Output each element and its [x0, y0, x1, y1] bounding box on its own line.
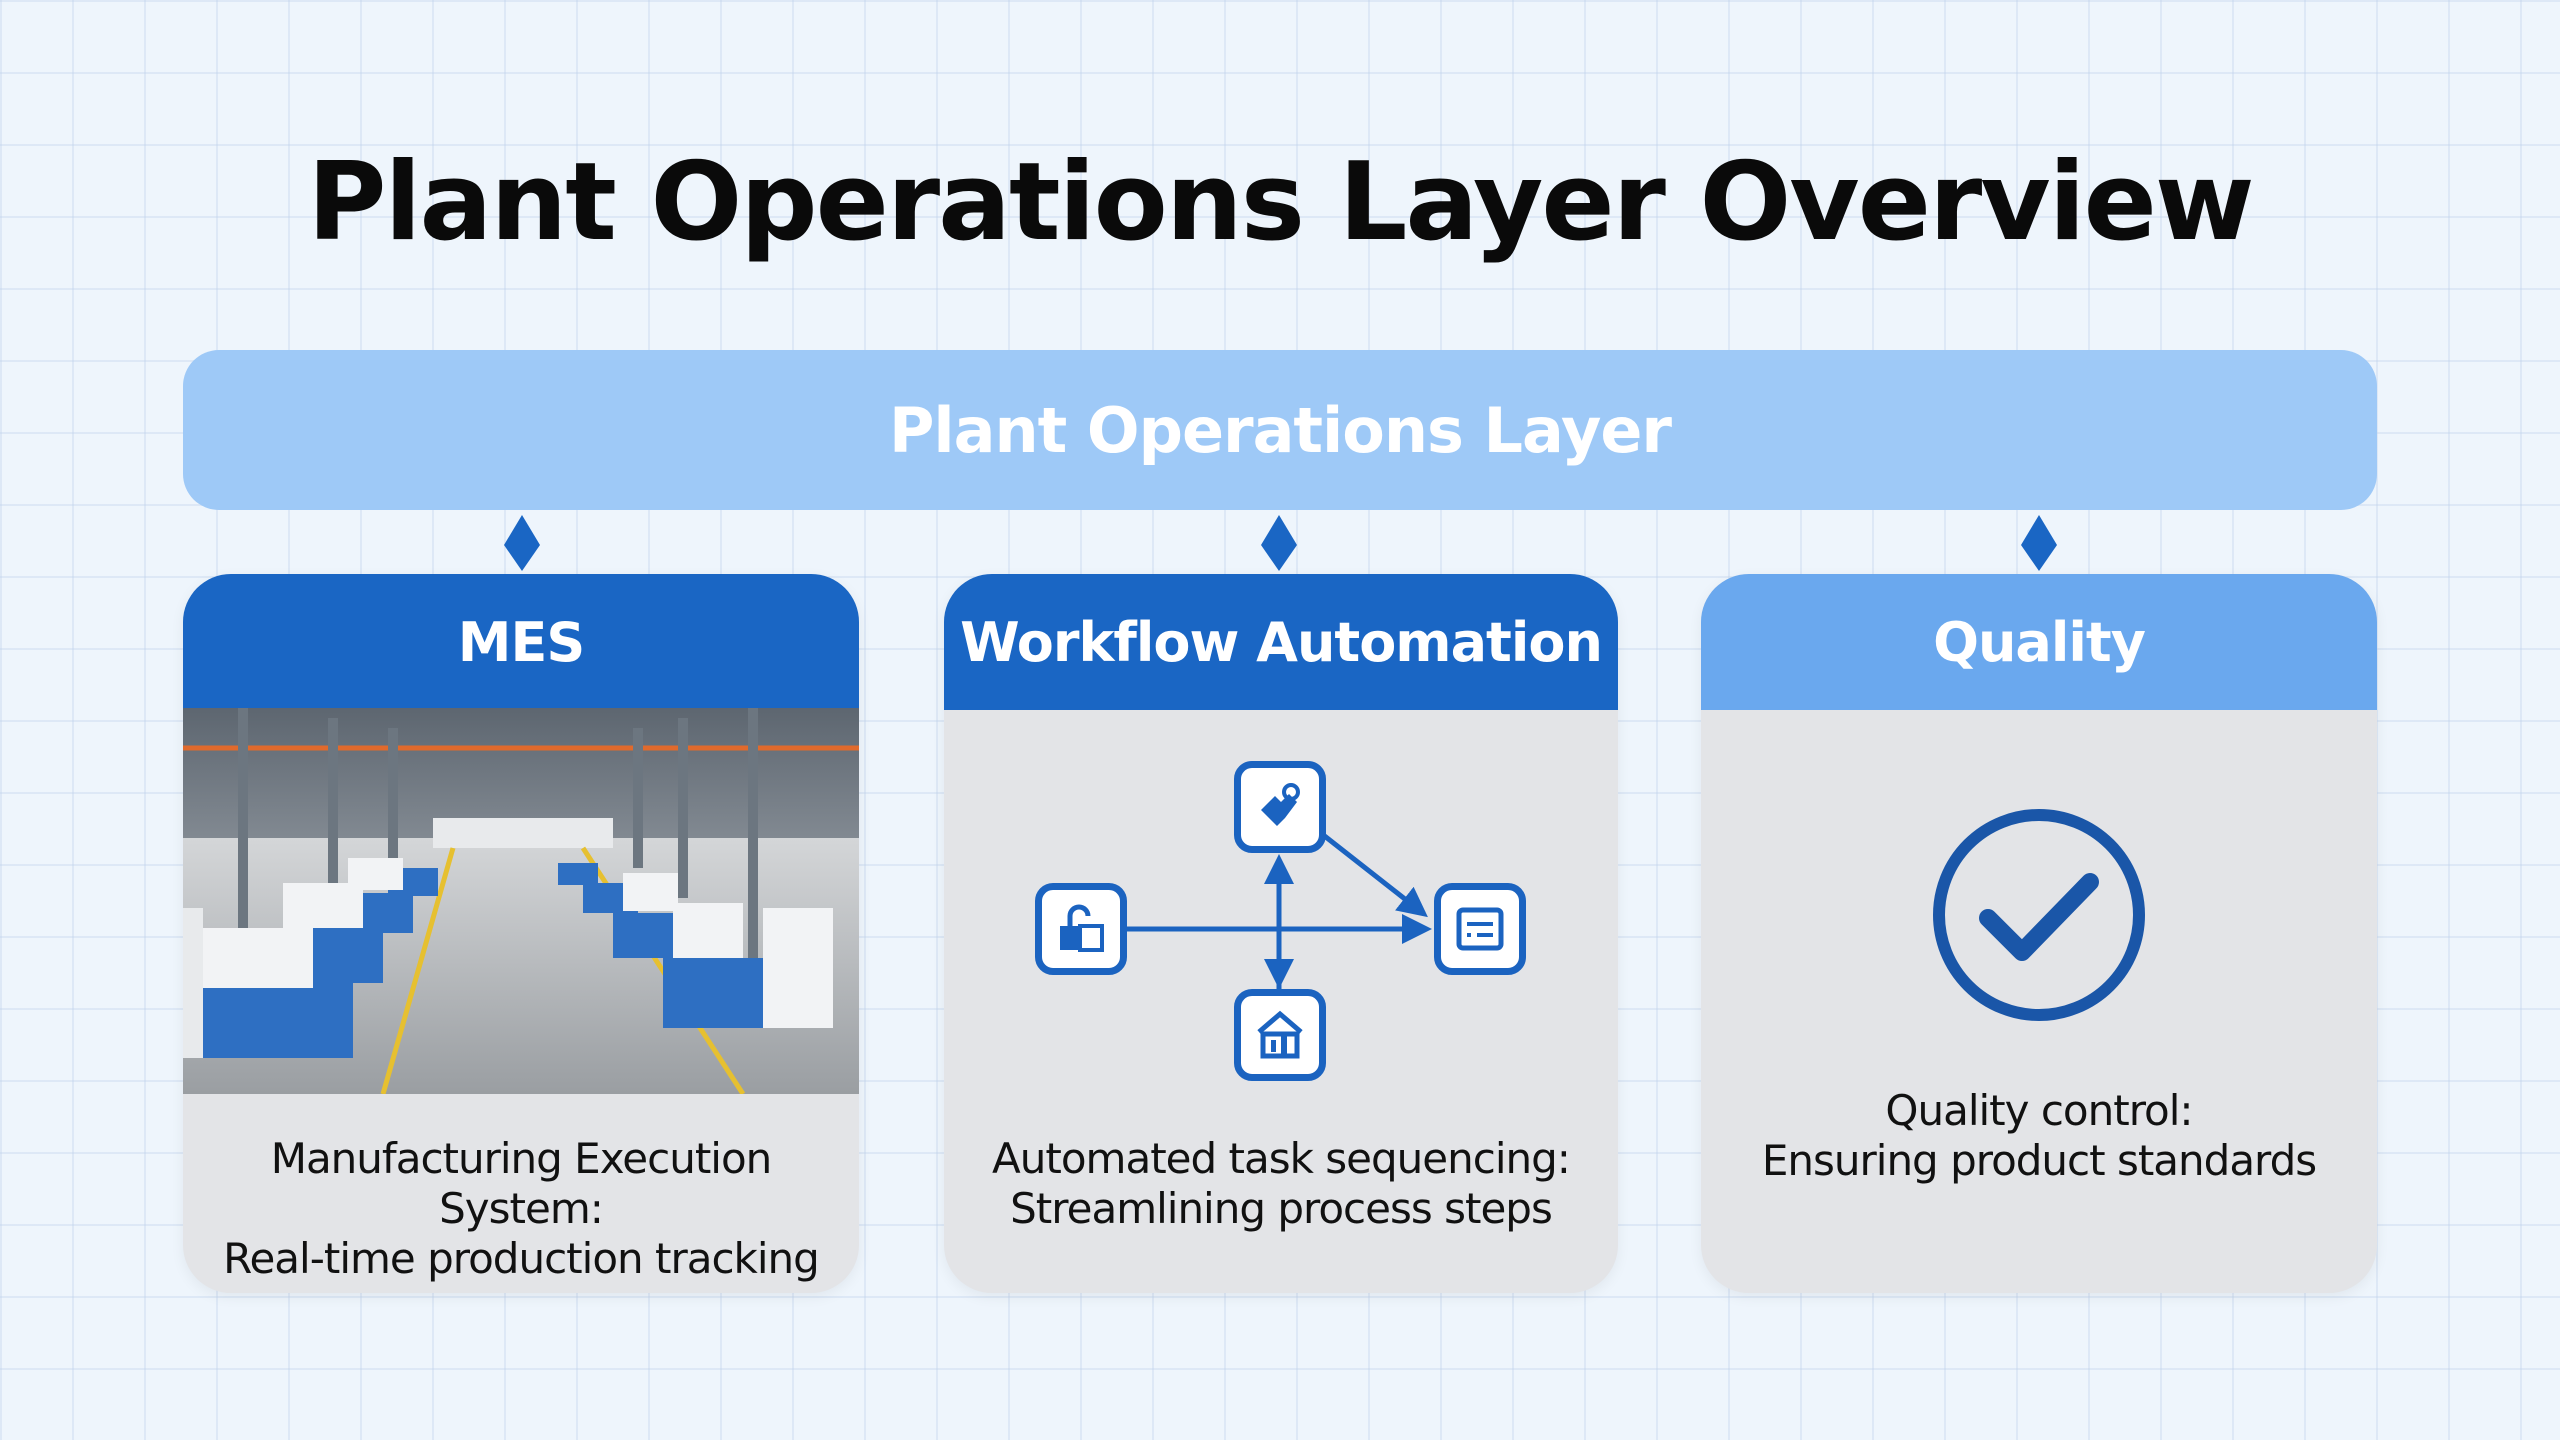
- card-header: MES: [183, 574, 859, 710]
- workflow-arrows: [1127, 832, 1432, 994]
- connector-diamond-icon: [504, 515, 540, 571]
- card-workflow-automation: Workflow Automation Automated task seque…: [944, 574, 1618, 1293]
- card-header: Quality: [1701, 574, 2377, 710]
- desc-line: Real-time production tracking: [223, 1234, 820, 1283]
- desc-line: Ensuring product standards: [1761, 1136, 2317, 1185]
- card-description: Automated task sequencing: Streamlining …: [944, 1134, 1618, 1234]
- card-title: MES: [457, 610, 586, 674]
- card-title: Quality: [1933, 610, 2146, 674]
- card-header: Workflow Automation: [944, 574, 1618, 710]
- desc-line: Quality control:: [1885, 1086, 2193, 1135]
- connector-diamond-icon: [1261, 515, 1297, 571]
- desc-line: Manufacturing Execution System:: [270, 1134, 773, 1233]
- desc-line: Automated task sequencing:: [992, 1134, 1571, 1183]
- factory-floor-photo: [183, 708, 859, 1094]
- card-description: Manufacturing Execution System: Real-tim…: [183, 1134, 859, 1284]
- building-icon: [1234, 989, 1326, 1081]
- form-icon: [1434, 883, 1526, 975]
- card-quality: Quality Quality control: Ensuring produc…: [1701, 574, 2377, 1293]
- card-description: Quality control: Ensuring product standa…: [1701, 1086, 2377, 1186]
- plant-operations-layer-bar: Plant Operations Layer: [183, 350, 2377, 510]
- desc-line: Streamlining process steps: [1010, 1184, 1553, 1233]
- check-circle-icon: [1933, 809, 2145, 1021]
- card-mes: MES Manufacturing Execution System: Real…: [183, 574, 859, 1293]
- connector-diamond-icon: [2021, 515, 2057, 571]
- layer-label: Plant Operations Layer: [888, 393, 1672, 467]
- lock-icon: [1035, 883, 1127, 975]
- card-title: Workflow Automation: [960, 610, 1603, 674]
- page-title: Plant Operations Layer Overview: [307, 140, 2254, 265]
- puzzle-icon: [1234, 761, 1326, 853]
